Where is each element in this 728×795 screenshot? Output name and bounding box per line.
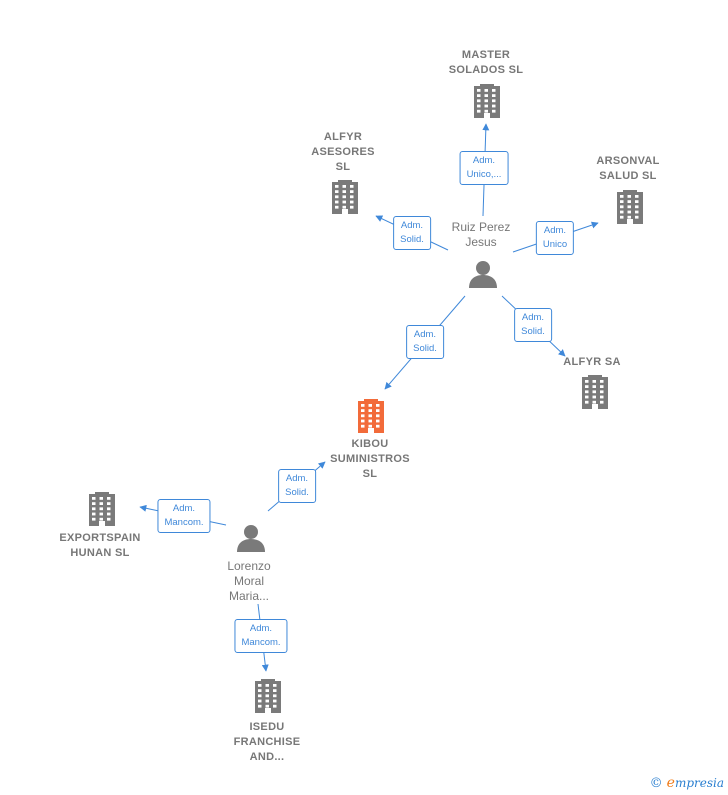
node-alfyr_sa[interactable] (582, 375, 608, 409)
node-label-kibou[interactable]: KIBOU SUMINISTROS SL (330, 438, 410, 480)
node-master[interactable] (474, 84, 500, 118)
node-label-lorenzo[interactable]: Lorenzo Moral Maria... (227, 559, 271, 603)
building-icon (582, 375, 608, 409)
brand-initial: e (666, 775, 675, 791)
person-icon (469, 261, 497, 288)
role-label-ruiz-master[interactable]: Adm. Unico,... (459, 151, 509, 185)
role-label-ruiz-alfyr_ases[interactable]: Adm. Solid. (393, 216, 431, 250)
role-label-lorenzo-export[interactable]: Adm. Mancom. (157, 499, 211, 533)
node-alfyr_ases[interactable] (332, 180, 358, 214)
node-kibou[interactable] (358, 399, 384, 433)
node-isedu[interactable] (255, 679, 281, 713)
node-label-ruiz[interactable]: Ruiz Perez Jesus (451, 220, 511, 249)
building-icon (474, 84, 500, 118)
brand-logo[interactable]: ©empresia (650, 775, 724, 791)
building-icon (617, 190, 643, 224)
role-label-lorenzo-kibou[interactable]: Adm. Solid. (278, 469, 316, 503)
node-lorenzo[interactable] (237, 525, 265, 552)
building-icon (89, 492, 115, 526)
brand-name: mpresia (674, 776, 724, 790)
node-label-master[interactable]: MASTER SOLADOS SL (448, 49, 524, 76)
role-label-lorenzo-isedu[interactable]: Adm. Mancom. (234, 619, 288, 653)
node-label-arsonval[interactable]: ARSONVAL SALUD SL (596, 155, 660, 182)
copyright-symbol: © (649, 776, 663, 791)
node-ruiz[interactable] (469, 261, 497, 288)
person-icon (237, 525, 265, 552)
node-label-isedu[interactable]: ISEDU FRANCHISE AND... (233, 721, 301, 763)
node-label-export[interactable]: EXPORTSPAIN HUNAN SL (59, 532, 141, 559)
role-label-ruiz-arsonval[interactable]: Adm. Unico (535, 221, 575, 255)
building-icon (255, 679, 281, 713)
role-label-ruiz-kibou[interactable]: Adm. Solid. (406, 325, 444, 359)
node-export[interactable] (89, 492, 115, 526)
node-arsonval[interactable] (617, 190, 643, 224)
role-label-ruiz-alfyr_sa[interactable]: Adm. Solid. (514, 308, 552, 342)
node-label-alfyr_ases[interactable]: ALFYR ASESORES SL (311, 131, 375, 173)
building-icon (332, 180, 358, 214)
node-label-alfyr_sa[interactable]: ALFYR SA (563, 356, 621, 368)
building-icon (358, 399, 384, 433)
